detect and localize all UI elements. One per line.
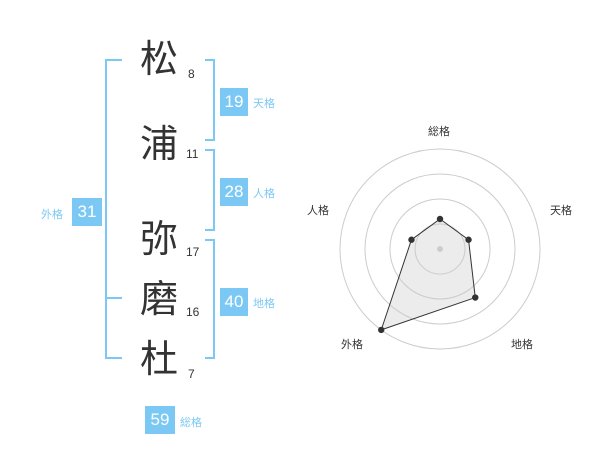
name-char-4: 磨 xyxy=(140,277,179,321)
axis-label-jinkaku: 人格 xyxy=(307,204,329,217)
radar-ring-3 xyxy=(364,173,516,325)
tenkaku-value-badge: 19 xyxy=(220,88,248,116)
stroke-count-2: 11 xyxy=(186,147,199,161)
soukaku-value-badge: 59 xyxy=(145,406,175,434)
gaikaku-label: 外格 xyxy=(41,208,63,221)
axis-label-gaikaku: 外格 xyxy=(341,338,363,351)
stroke-count-4: 16 xyxy=(186,305,200,319)
stroke-count-1: 8 xyxy=(188,67,195,81)
jinkaku-bracket xyxy=(205,149,215,231)
gaikaku-bracket xyxy=(105,59,122,359)
axis-label-soukaku: 総格 xyxy=(428,125,450,138)
radar-ring-2 xyxy=(389,198,491,300)
tenkaku-bracket xyxy=(205,59,215,141)
radar-point-1 xyxy=(436,215,444,223)
name-char-5: 杜 xyxy=(140,337,179,381)
chikaku-bracket xyxy=(205,239,215,359)
radar-ring-1 xyxy=(414,223,466,275)
axis-label-tenkaku: 天格 xyxy=(550,204,572,217)
stroke-count-5: 7 xyxy=(188,367,195,381)
name-char-1: 松 xyxy=(140,37,179,81)
chikaku-value-badge: 40 xyxy=(220,288,248,316)
radar-point-2 xyxy=(465,236,472,243)
chikaku-label: 地格 xyxy=(253,297,275,310)
radar-point-5 xyxy=(408,236,415,243)
name-char-3: 弥 xyxy=(140,217,179,261)
axis-label-chikaku: 地格 xyxy=(511,338,533,351)
gaikaku-value-badge: 31 xyxy=(72,198,102,226)
soukaku-label: 総格 xyxy=(180,416,202,429)
radar-ring-4 xyxy=(339,148,541,350)
radar-point-3 xyxy=(472,294,479,301)
name-char-2: 浦 xyxy=(140,122,179,166)
radar-point-4 xyxy=(378,326,385,334)
radar-center-dot xyxy=(437,246,443,252)
stroke-count-3: 17 xyxy=(186,245,200,259)
jinkaku-value-badge: 28 xyxy=(220,178,248,206)
tenkaku-label: 天格 xyxy=(253,97,275,110)
jinkaku-label: 人格 xyxy=(253,187,275,200)
radar-series-polygon xyxy=(380,218,476,331)
